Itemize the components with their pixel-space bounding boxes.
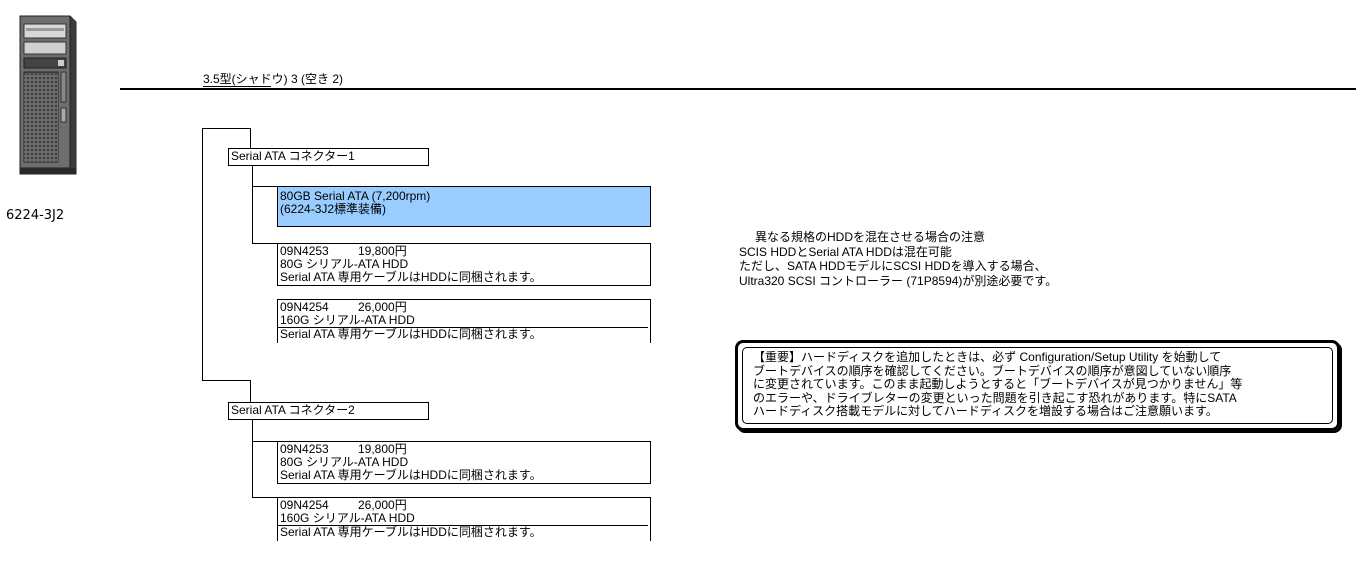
- part-number: 09N4253: [280, 244, 329, 258]
- connector-2-stub-2: [252, 497, 278, 498]
- important-line: 【重要】ハードディスクを追加したときは、必ず Configuration/Set…: [753, 350, 1222, 364]
- option-hdd-box: 09N4254 26,000円 160G シリアル-ATA HDD Serial …: [277, 497, 651, 541]
- mixing-note-line: SCIS HDDとSerial ATA HDDは混在可能: [739, 244, 952, 259]
- option-hdd-box: 09N4254 26,000円 160G シリアル-ATA HDD Serial …: [277, 299, 651, 343]
- tree-branch-2-top: [202, 380, 250, 381]
- part-number: 09N4254: [280, 498, 329, 512]
- tree-trunk: [202, 128, 203, 381]
- bay-bus-line: [120, 88, 1356, 90]
- tree-branch-1-drop: [250, 128, 251, 148]
- standard-hdd-line2: (6224-3J2標準装備): [280, 202, 387, 216]
- hdd-name: 80G シリアル-ATA HDD: [280, 257, 409, 271]
- mixing-note: 異なる規格のHDDを混在させる場合の注意 SCIS HDDとSerial ATA…: [739, 230, 1057, 288]
- cable-note: Serial ATA 専用ケーブルはHDDに同梱されます。: [280, 468, 542, 482]
- important-line: のエラーや、ドライブレターの変更といった問題を引き起こす恐れがあります。特にSA…: [753, 390, 1237, 405]
- server-model-label: 6224-3J2: [6, 208, 65, 223]
- price: 19,800円: [358, 244, 407, 258]
- hdd-name: 160G シリアル-ATA HDD: [280, 313, 415, 327]
- connector-1-stub-1: [252, 186, 278, 187]
- tower-server-icon: [14, 12, 80, 180]
- connector-2-label: Serial ATA コネクター2: [228, 402, 429, 420]
- standard-hdd-line1: 80GB Serial ATA (7,200rpm): [280, 189, 431, 203]
- important-notice: 【重要】ハードディスクを追加したときは、必ず Configuration/Set…: [735, 340, 1340, 431]
- mixing-note-line: Ultra320 SCSI コントローラー (71P8594)が別途必要です。: [739, 273, 1058, 288]
- part-number: 09N4254: [280, 300, 329, 314]
- tree-branch-2-drop: [250, 380, 251, 402]
- connector-1-stub-2: [252, 243, 278, 244]
- bay-label-underline: [203, 86, 271, 87]
- tree-branch-1-top: [202, 128, 250, 129]
- part-number: 09N4253: [280, 442, 329, 456]
- cable-note: Serial ATA 専用ケーブルはHDDに同梱されます。: [278, 525, 648, 539]
- cable-note: Serial ATA 専用ケーブルはHDDに同梱されます。: [280, 270, 542, 284]
- option-hdd-box: 09N4253 19,800円 80G シリアル-ATA HDD Serial A…: [277, 243, 651, 286]
- mixing-note-title: 異なる規格のHDDを混在させる場合の注意: [755, 230, 985, 244]
- connector-1-stem: [252, 166, 253, 187]
- connector-1-label: Serial ATA コネクター1: [228, 148, 429, 166]
- price: 26,000円: [358, 498, 407, 512]
- price: 19,800円: [358, 442, 407, 456]
- price: 26,000円: [358, 300, 407, 314]
- mixing-note-line: ただし、SATA HDDモデルにSCSI HDDを導入する場合、: [739, 259, 1047, 273]
- hdd-name: 160G シリアル-ATA HDD: [280, 511, 415, 525]
- important-line: ブートデバイスの順序を確認してください。ブートデバイスの順序が意図していない順序: [753, 363, 1232, 378]
- connector-1-stem-2: [252, 186, 253, 244]
- option-hdd-box: 09N4253 19,800円 80G シリアル-ATA HDD Serial A…: [277, 441, 651, 484]
- connector-2-stem: [252, 420, 253, 498]
- cable-note: Serial ATA 専用ケーブルはHDDに同梱されます。: [278, 327, 648, 341]
- important-line: ハードディスク搭載モデルに対してハードディスクを増設する場合はご注意願います。: [753, 404, 1218, 418]
- important-line: に変更されています。このまま起動しようとすると「ブートデバイスが見つかりません」…: [753, 377, 1243, 391]
- standard-hdd-box: 80GB Serial ATA (7,200rpm) (6224-3J2標準装備…: [277, 186, 651, 227]
- hdd-name: 80G シリアル-ATA HDD: [280, 455, 409, 469]
- connector-2-stub-1: [252, 441, 278, 442]
- bay-label: 3.5型(シャドウ) 3 (空き 2): [203, 72, 344, 86]
- important-notice-body: 【重要】ハードディスクを追加したときは、必ず Configuration/Set…: [742, 347, 1333, 424]
